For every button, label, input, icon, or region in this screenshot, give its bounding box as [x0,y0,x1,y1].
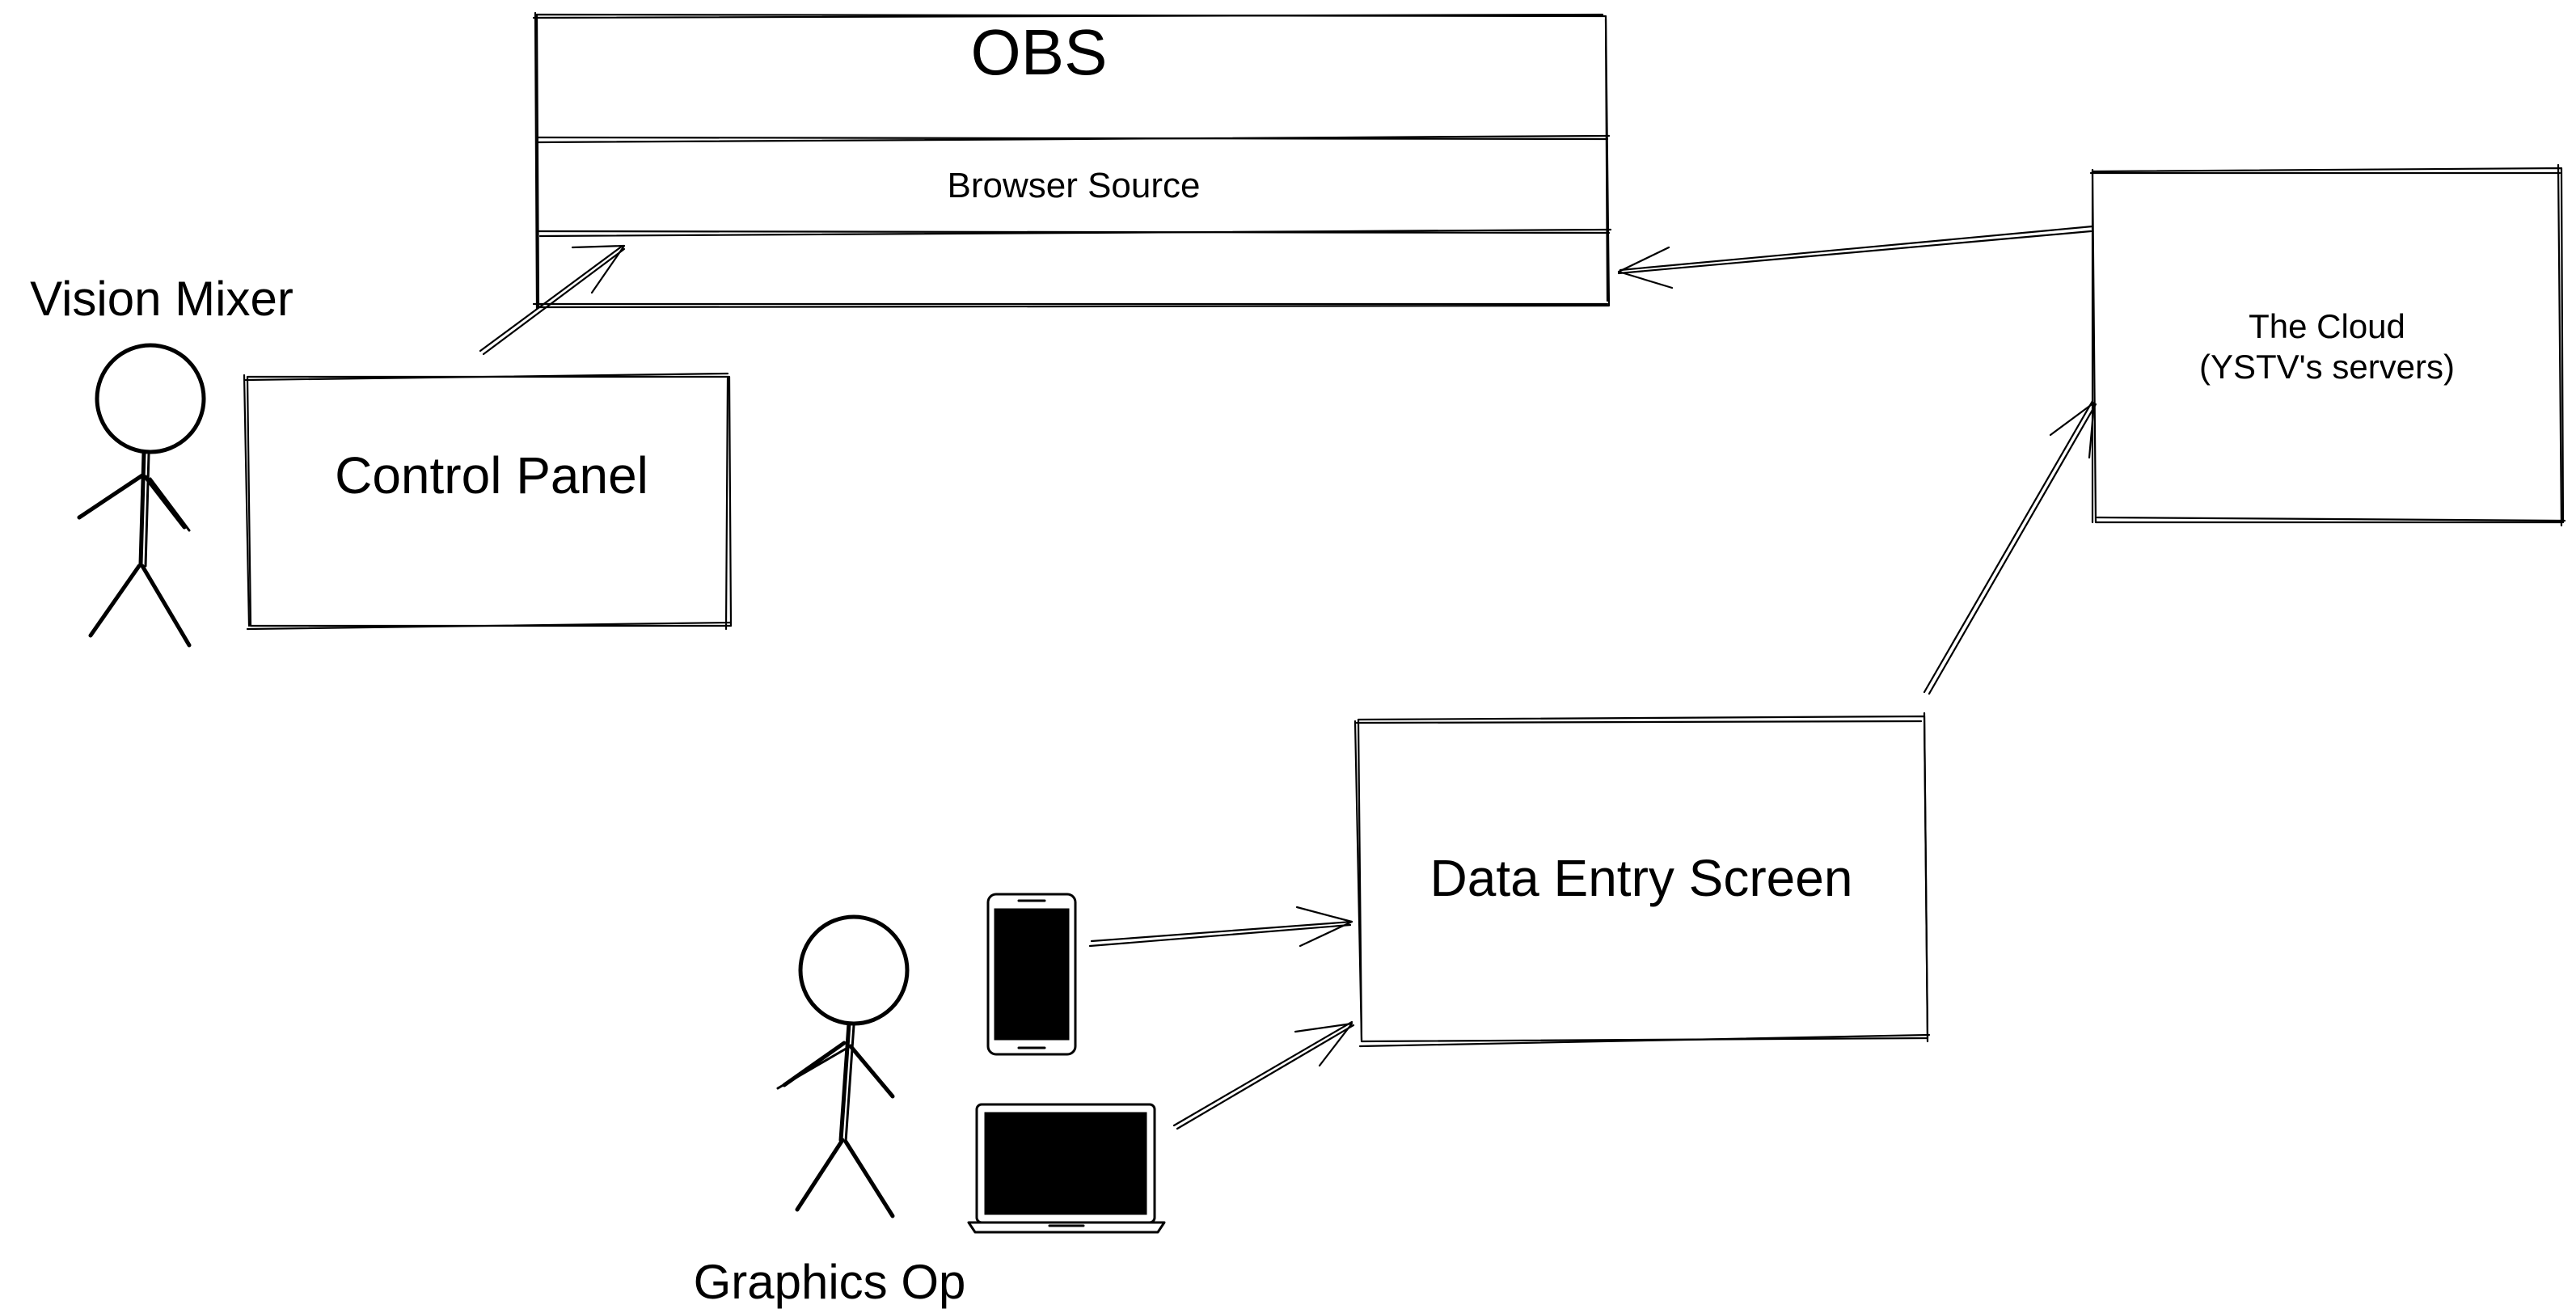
cloud-label-line2: (YSTV's servers) [2199,348,2455,386]
control-panel-label: Control Panel [335,446,648,505]
vision-mixer-figure: Vision Mixer [30,272,293,648]
cloud-label-line1: The Cloud [2249,307,2405,345]
data-entry-label: Data Entry Screen [1430,849,1853,907]
laptop-icon [967,1103,1166,1234]
graphics-op-label: Graphics Op [694,1255,966,1309]
data-entry-box: Data Entry Screen [1353,712,1931,1048]
control-panel-box: Control Panel [243,372,733,631]
browser-source-label: Browser Source [947,166,1200,205]
cloud-box: The Cloud (YSTV's servers) [2089,163,2566,527]
phone-icon [986,893,1077,1056]
browser-source-box: Browser Source [947,166,1200,205]
stick-figure-icon [77,343,206,648]
arrow-icon [1923,399,2097,695]
stick-figure-icon [776,914,910,1218]
arrow-icon [479,244,626,356]
obs-box: OBS [532,11,1612,310]
graphics-op-figure: Graphics Op [694,914,966,1309]
arrow-icon [1088,906,1353,948]
vision-mixer-label: Vision Mixer [30,272,293,326]
arrow-icon [1617,225,2094,289]
obs-title: OBS [971,16,1108,88]
arrow-icon [1172,1020,1355,1130]
